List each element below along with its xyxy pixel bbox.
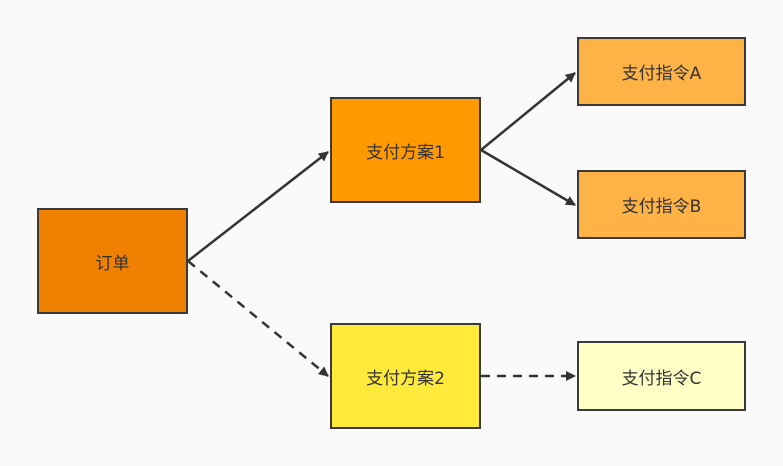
node-payment-instruction-b: 支付指令B [577, 170, 746, 239]
node-payment-plan-2-label: 支付方案2 [366, 368, 445, 389]
edge-plan1-to-instr-a [480, 72, 576, 151]
node-payment-instruction-a-label: 支付指令A [621, 64, 702, 84]
edge-plan1-to-instr-b [480, 148, 576, 207]
edge-order-to-plan2 [187, 260, 329, 377]
node-order: 订单 [37, 208, 188, 314]
node-payment-plan-1-label: 支付方案1 [366, 142, 445, 163]
node-payment-instruction-a: 支付指令A [577, 37, 746, 106]
node-payment-plan-2: 支付方案2 [330, 323, 481, 429]
node-order-label: 订单 [95, 253, 130, 274]
edge-order-to-plan1 [187, 151, 329, 262]
node-payment-instruction-b-label: 支付指令B [621, 197, 702, 217]
node-payment-instruction-c: 支付指令C [577, 341, 746, 411]
node-payment-plan-1: 支付方案1 [330, 97, 481, 203]
node-payment-instruction-c-label: 支付指令C [621, 368, 702, 389]
